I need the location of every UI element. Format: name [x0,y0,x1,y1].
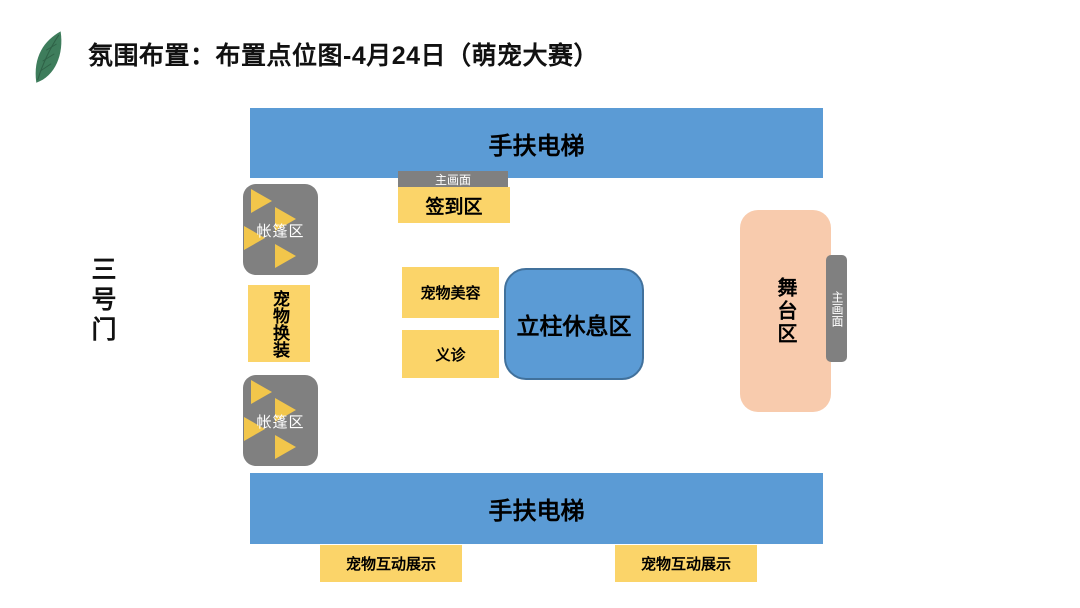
triangle-right-icon [275,207,296,231]
tent-zone-top: 帐篷区 [243,184,318,275]
pet-dressing-zone: 宠物换装 [248,285,310,362]
stage-zone: 舞台区 [740,210,831,412]
tent-zone-bottom: 帐篷区 [243,375,318,466]
triangle-right-icon [244,226,265,250]
signin-zone: 签到区 [398,187,510,223]
gate-three-label: 三号门 [88,256,116,346]
triangle-right-icon [275,435,296,459]
escalator-top-label: 手扶电梯 [488,132,585,160]
main-screen-top-tag: 主画面 [398,171,508,187]
main-screen-stage-tag: 主画面 [826,255,847,362]
pillar-rest-zone: 立柱休息区 [504,268,644,380]
escalator-bottom-zone: 手扶电梯 [250,473,823,544]
triangle-right-icon [251,189,272,213]
triangle-right-icon [275,398,296,422]
leaf-icon [35,31,62,83]
pet-interaction-zone-left: 宠物互动展示 [320,545,462,582]
escalator-top-zone: 手扶电梯 [250,108,823,178]
pet-grooming-zone: 宠物美容 [402,267,499,318]
tent-zone-top-label: 帐篷区 [256,223,305,240]
pet-interaction-zone-right: 宠物互动展示 [615,545,757,582]
page-title: 氛围布置：布置点位图-4月24日（萌宠大赛） [88,42,600,70]
triangle-right-icon [251,380,272,404]
free-clinic-zone: 义诊 [402,330,499,378]
tent-zone-bottom-label: 帐篷区 [256,414,305,431]
escalator-bottom-label: 手扶电梯 [488,498,585,525]
triangle-right-icon [244,417,265,441]
triangle-right-icon [275,244,296,268]
